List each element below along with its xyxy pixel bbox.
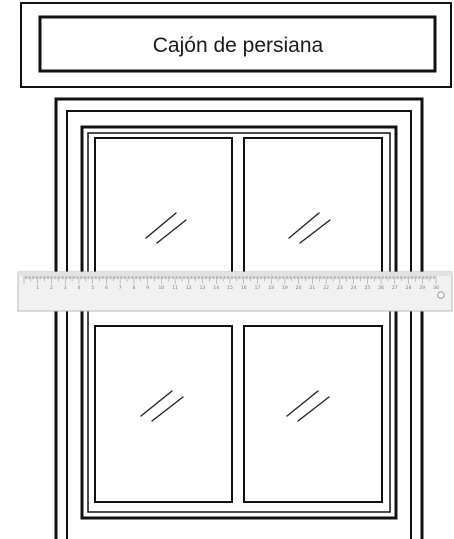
ruler-number: 13 — [200, 285, 206, 291]
ruler-hanging-hole — [437, 291, 445, 299]
ruler-number: 28 — [406, 285, 412, 291]
window-sash-inner — [87, 132, 391, 513]
ruler-edge-shadow — [18, 272, 452, 276]
window-frame-inner — [66, 110, 412, 539]
ruler-number: 17 — [255, 285, 261, 291]
shutter-box-label: Cajón de persiana — [153, 34, 324, 57]
ruler-number: 29 — [419, 285, 425, 291]
ruler-number: 8 — [132, 285, 135, 291]
ruler-number: 18 — [268, 285, 274, 291]
ruler-number: 12 — [186, 285, 192, 291]
shutter-box: Cajón de persiana — [20, 2, 452, 88]
ruler-number: 5 — [91, 285, 94, 291]
ruler-number: 30 — [433, 285, 439, 291]
ruler-number: 20 — [296, 285, 302, 291]
shutter-box-inner — [38, 15, 437, 73]
glass-mark-bottom-right — [286, 390, 330, 422]
ruler-ticks — [23, 276, 437, 284]
ruler-number: 15 — [227, 285, 233, 291]
ruler-number: 11 — [172, 285, 178, 291]
ruler-number: 1 — [36, 285, 39, 291]
glass-mark-top-left — [145, 212, 187, 244]
ruler-number: 14 — [213, 285, 219, 291]
ruler-number: 25 — [364, 285, 370, 291]
shutter-box-outer — [20, 2, 452, 88]
glass-mark-top-right — [288, 212, 331, 244]
ruler-number: 6 — [105, 285, 108, 291]
ruler-number: 7 — [119, 285, 122, 291]
ruler-number: 2 — [50, 285, 53, 291]
window-sash-outer — [80, 125, 398, 520]
ruler-number: 4 — [77, 285, 80, 291]
ruler-number: 24 — [351, 285, 357, 291]
ruler-number: 9 — [146, 285, 149, 291]
glass-panes — [94, 137, 383, 503]
window-frame — [54, 97, 424, 539]
ruler-number: 22 — [323, 285, 329, 291]
glass-marks — [140, 212, 331, 422]
pane-bottom-left — [94, 325, 233, 503]
ruler-number: 21 — [310, 285, 316, 291]
ruler-number: 19 — [282, 285, 288, 291]
ruler-number: 3 — [64, 285, 67, 291]
ruler-number: 27 — [392, 285, 398, 291]
glass-mark-bottom-left — [140, 390, 184, 422]
ruler-number: 16 — [241, 285, 247, 291]
window-frame-outer — [54, 97, 424, 539]
ruler-number: 23 — [337, 285, 343, 291]
ruler-number: 10 — [158, 285, 164, 291]
pane-bottom-right — [243, 325, 383, 503]
ruler-number: 26 — [378, 285, 384, 291]
